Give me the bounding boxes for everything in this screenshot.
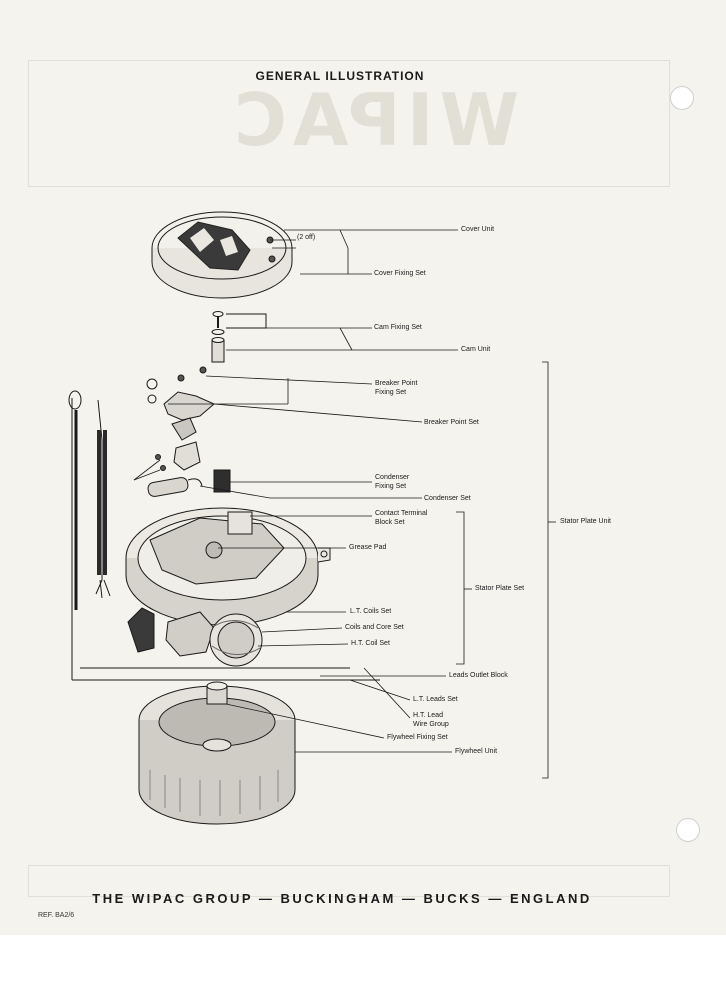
label-condenser-set: Condenser Set — [424, 495, 471, 502]
breaker-point-drawing — [146, 366, 215, 471]
label-leads-outlet-block: Leads Outlet Block — [449, 672, 508, 679]
page-sheet — [0, 0, 726, 935]
label-condenser-fixing-1: Condenser — [375, 474, 410, 481]
reference-code: REF. BA2/6 — [38, 912, 75, 919]
leads-drawing — [68, 390, 380, 681]
label-stator-plate-unit: Stator Plate Unit — [560, 518, 611, 525]
punch-hole-bottom — [676, 818, 700, 842]
label-coils-core-set: Coils and Core Set — [345, 624, 404, 631]
label-contact-terminal-2: Block Set — [375, 519, 405, 526]
flywheel-drawing — [138, 681, 296, 825]
label-cover-unit: Cover Unit — [461, 226, 495, 233]
page-title: GENERAL ILLUSTRATION — [255, 69, 425, 83]
label-ht-lead-2: Wire Group — [413, 721, 449, 728]
label-breaker-point-fixing-1: Breaker Point — [375, 380, 418, 387]
label-cover-fixing-set: Cover Fixing Set — [374, 270, 426, 277]
coils-drawing — [127, 607, 263, 667]
exploded-magneto-diagram — [68, 211, 556, 825]
label-stator-plate-set: Stator Plate Set — [475, 585, 525, 592]
label-cam-fixing-set: Cam Fixing Set — [374, 324, 422, 331]
footer-company-line: THE WIPAC GROUP — BUCKINGHAM — BUCKS — E… — [92, 891, 592, 906]
label-flywheel-fixing-set: Flywheel Fixing Set — [387, 734, 448, 741]
label-lt-coils-set: L.T. Coils Set — [350, 608, 392, 615]
label-two-off: (2 off) — [297, 234, 316, 241]
label-breaker-point-fixing-2: Fixing Set — [375, 389, 407, 396]
punch-hole-top — [670, 86, 694, 110]
label-grease-pad: Grease Pad — [349, 544, 387, 551]
label-cam-unit: Cam Unit — [461, 346, 491, 353]
stator-plate-drawing — [125, 507, 331, 626]
leader-lines — [133, 229, 458, 753]
cover-unit-drawing — [151, 211, 293, 299]
label-condenser-fixing-2: Fixing Set — [375, 483, 407, 490]
show-through-box — [28, 60, 670, 187]
label-contact-terminal-1: Contact Terminal — [375, 510, 428, 517]
label-ht-lead-1: H.T. Lead — [413, 712, 443, 719]
show-through-box-bottom — [28, 865, 670, 897]
label-lt-leads-set: L.T. Leads Set — [413, 696, 458, 703]
condenser-drawing — [147, 469, 231, 497]
cam-unit-drawing — [211, 311, 267, 363]
brackets — [456, 361, 556, 779]
label-breaker-point-set: Breaker Point Set — [424, 419, 479, 426]
label-flywheel-unit: Flywheel Unit — [455, 748, 498, 755]
label-ht-coil-set: H.T. Coil Set — [351, 640, 390, 647]
